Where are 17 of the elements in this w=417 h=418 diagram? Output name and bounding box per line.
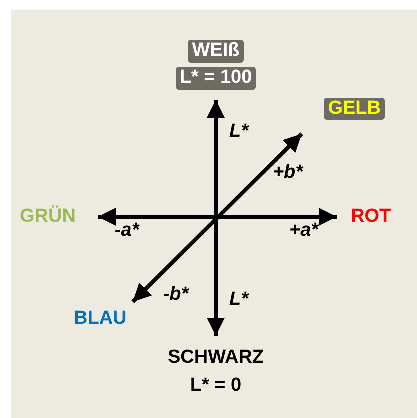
axis-arrow	[98, 208, 337, 226]
pole-label: ROT	[351, 205, 392, 230]
axis-arrow	[132, 132, 304, 304]
axis-label: L*	[230, 289, 248, 311]
pole-label: BLAU	[74, 307, 127, 332]
axis-label: -b*	[163, 284, 189, 306]
pole-label: WEIß	[188, 40, 244, 63]
axis-label: +a*	[289, 220, 319, 242]
axis-label: -a*	[114, 220, 140, 242]
axis-label: +b*	[272, 162, 304, 184]
pole-label: GRÜN	[20, 204, 76, 230]
pole-label: SCHWARZ	[168, 346, 264, 370]
pole-label: GELB	[324, 98, 385, 120]
lightness-value: L* = 0	[190, 374, 242, 398]
axis-label: L*	[230, 121, 248, 143]
axis-arrow	[207, 100, 225, 336]
lightness-value: L* = 100	[176, 66, 256, 90]
